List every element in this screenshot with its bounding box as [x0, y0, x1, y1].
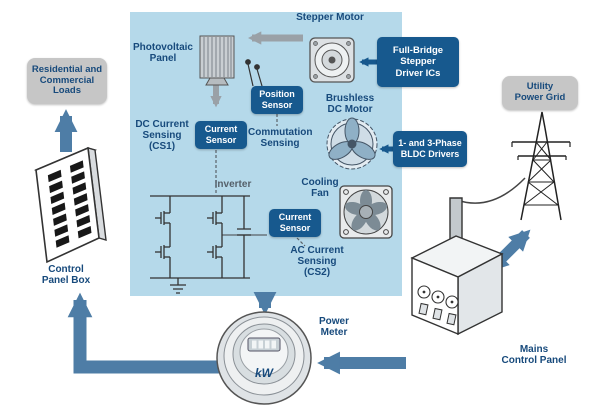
power-meter-kw-readout: kW	[255, 366, 273, 380]
power-meter-label: Power Meter	[318, 316, 349, 339]
current-sensor-cs2-badge: Current Sensor	[269, 209, 321, 237]
full-bridge-stepper-driver-badge: Full-Bridge Stepper Driver ICs	[377, 37, 459, 87]
control-panel-box-label: Control Panel Box	[41, 264, 91, 287]
inverter-circuit-icon	[150, 195, 251, 294]
current-sensor-cs1-badge: Current Sensor	[195, 121, 247, 149]
position-sensor-badge: Position Sensor	[251, 86, 303, 114]
dc-current-sensing-label: DC Current Sensing (CS1)	[135, 119, 189, 153]
commutation-sensing-label: Commutation Sensing	[248, 127, 313, 150]
cooling-fan-icon	[339, 185, 393, 239]
connector-lines	[215, 114, 526, 247]
mains-control-panel-icon	[410, 197, 504, 336]
residential-commercial-loads-badge: Residential and Commercial Loads	[27, 58, 107, 104]
ac-current-sensing-label: AC Current Sensing (CS2)	[290, 245, 344, 279]
position-sensor-probe-icon	[245, 59, 263, 87]
power-grid-tower-icon	[511, 111, 571, 221]
brushless-dc-motor-label: Brushless DC Motor	[325, 93, 375, 116]
cooling-fan-label: Cooling Fan	[301, 177, 339, 200]
stepper-motor-icon	[309, 37, 355, 83]
bldc-drivers-badge: 1- and 3-Phase BLDC Drivers	[393, 131, 467, 167]
mains-control-panel-label: Mains Control Panel	[501, 344, 567, 367]
inverter-label: Inverter	[214, 179, 252, 190]
power-meter-icon	[216, 311, 312, 405]
arrow-meter-to-controlbox	[67, 292, 226, 374]
stepper-motor-label: Stepper Motor	[296, 12, 364, 23]
flow-arrows	[54, 31, 531, 375]
bldc-motor-icon	[326, 117, 378, 170]
power-line-wire	[456, 177, 526, 204]
control-panel-box-icon	[33, 146, 107, 264]
photovoltaic-panel-label: Photovoltaic Panel	[132, 42, 193, 65]
photovoltaic-panel-icon	[199, 35, 235, 86]
utility-power-grid-badge: Utility Power Grid	[502, 76, 578, 110]
